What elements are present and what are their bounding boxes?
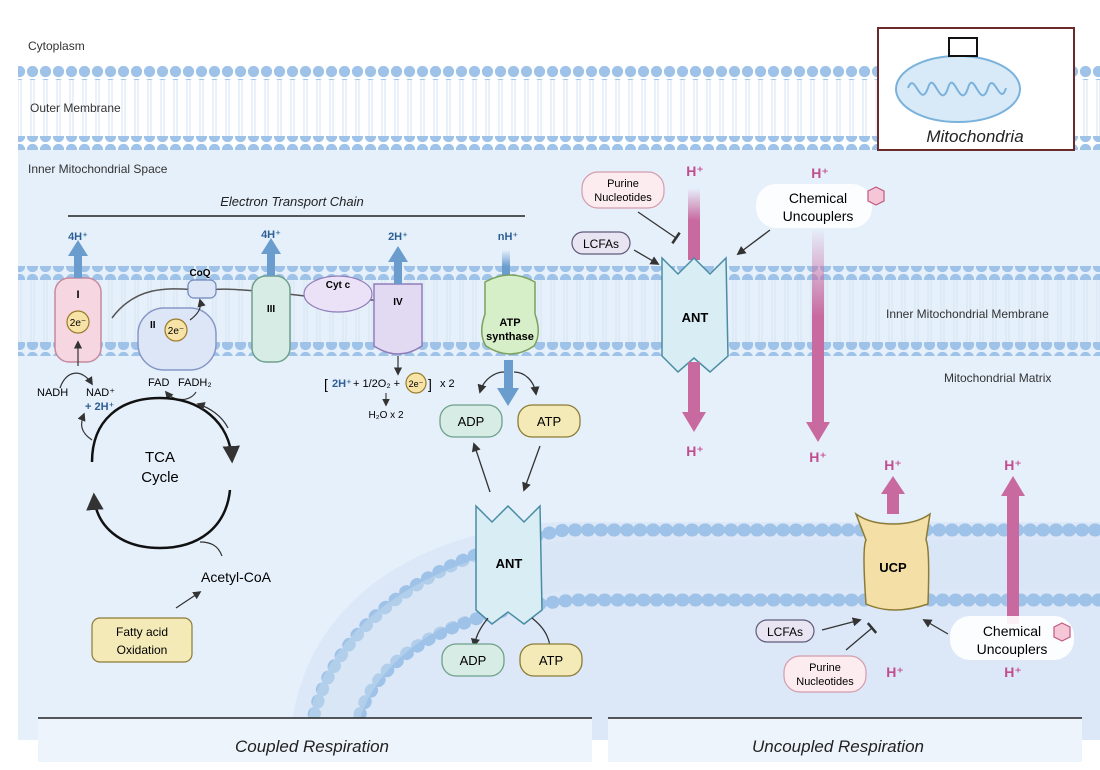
svg-text:2e⁻: 2e⁻	[409, 379, 424, 389]
fad-label: FAD	[148, 377, 169, 389]
svg-text:II: II	[150, 320, 156, 331]
svg-text:+ 1/2O₂ +: + 1/2O₂ +	[353, 378, 400, 390]
ucp: UCP	[854, 511, 932, 611]
svg-text:x 2: x 2	[440, 378, 455, 390]
svg-text:UCP: UCP	[879, 560, 907, 575]
tca-label-2: Cycle	[141, 469, 179, 486]
chem-h-bottom: H⁺	[809, 449, 827, 465]
svg-text:ANT: ANT	[496, 556, 523, 571]
purine-nucleotides-ucp: Purine Nucleotides	[783, 655, 867, 693]
ant-coupled: ANT	[475, 504, 543, 625]
matrix-label: Mitochondrial Matrix	[944, 371, 1051, 385]
ucp-chem-h-bottom: H⁺	[1004, 664, 1022, 680]
adp-top: ADP	[439, 404, 503, 438]
cytoplasm-label: Cytoplasm	[28, 39, 85, 53]
etc-title: Electron Transport Chain	[220, 194, 364, 209]
adp-bottom: ADP	[441, 643, 505, 677]
ant-uncoupled: ANT	[661, 256, 729, 374]
ant-h-bottom: H⁺	[686, 443, 704, 459]
purine-nucleotides-ant: Purine Nucleotides	[581, 171, 665, 209]
h-label-atp: nH⁺	[498, 231, 519, 243]
ucp-h-top: H⁺	[884, 457, 902, 473]
svg-text:[: [	[324, 376, 328, 392]
svg-text:LCFAs: LCFAs	[767, 625, 803, 639]
inner-space-label: Inner Mitochondrial Space	[28, 162, 168, 176]
svg-text:Uncouplers: Uncouplers	[783, 208, 854, 224]
hexagon-icon	[867, 186, 885, 206]
electron-icon	[164, 318, 188, 342]
svg-text:IV: IV	[393, 297, 403, 308]
chem-h-top: H⁺	[811, 165, 829, 181]
cytochrome-c: Cyt c	[303, 275, 373, 313]
complex-ii: II 2e⁻	[137, 307, 217, 371]
nadh-label: NADH	[37, 387, 68, 399]
outer-membrane-label: Outer Membrane	[30, 101, 121, 115]
svg-text:LCFAs: LCFAs	[583, 237, 619, 251]
coupled-label: Coupled Respiration	[235, 737, 389, 756]
atp-top: ATP	[517, 404, 581, 438]
svg-text:2H⁺: 2H⁺	[332, 378, 352, 390]
svg-text:Purine: Purine	[607, 178, 639, 190]
tca-cycle: TCA Cycle	[77, 396, 240, 557]
electron-icon	[405, 372, 427, 394]
svg-text:ATP: ATP	[537, 414, 561, 429]
proton-pump-arrow-i	[74, 252, 82, 278]
svg-text:Purine: Purine	[809, 662, 841, 674]
svg-text:ANT: ANT	[682, 310, 709, 325]
complex-iii: III	[251, 275, 291, 363]
fatty-acid-oxidation: Fatty acid Oxidation	[91, 617, 193, 663]
proton-pump-arrow-iv	[394, 258, 402, 284]
ucp-h-bottom: H⁺	[886, 664, 904, 680]
mitochondria-inset: Mitochondria	[877, 27, 1075, 151]
svg-text:Nucleotides: Nucleotides	[594, 192, 652, 204]
svg-text:Cyt c: Cyt c	[326, 280, 351, 291]
svg-text:Chemical: Chemical	[983, 623, 1041, 639]
chemical-uncouplers-ucp: Chemical Uncouplers	[950, 616, 1074, 660]
ant-h-top: H⁺	[686, 163, 704, 179]
lcfas-ant: LCFAs	[571, 231, 631, 255]
inner-membrane-label: Inner Mitochondrial Membrane	[886, 307, 1049, 321]
fadh2-label: FADH₂	[178, 377, 212, 389]
svg-text:Oxidation: Oxidation	[117, 643, 168, 657]
svg-text:2e⁻: 2e⁻	[70, 318, 86, 329]
h-label-iv: 2H⁺	[388, 231, 408, 243]
svg-text:2e⁻: 2e⁻	[168, 326, 184, 337]
atp-synthase: ATP synthase	[481, 274, 539, 355]
electron-icon	[66, 310, 90, 334]
svg-text:ATP: ATP	[499, 317, 520, 329]
svg-text:III: III	[267, 304, 276, 315]
svg-text:Nucleotides: Nucleotides	[796, 676, 854, 688]
water-label: H₂O x 2	[369, 410, 404, 421]
lcfas-ucp: LCFAs	[755, 619, 815, 643]
oxygen-reaction: [ 2H⁺ + 1/2O₂ + 2e⁻ ] x 2 H₂O x 2	[324, 372, 455, 421]
inset-label: Mitochondria	[926, 127, 1023, 146]
svg-text:I: I	[76, 289, 79, 301]
coq: CoQ	[187, 268, 217, 299]
nad-label: NAD⁺	[86, 387, 115, 399]
svg-text:Uncouplers: Uncouplers	[977, 641, 1048, 657]
tca-label-1: TCA	[145, 449, 175, 466]
footer: Coupled Respiration Uncoupled Respiratio…	[38, 717, 1082, 762]
hexagon-icon	[1053, 622, 1071, 642]
proton-pump-arrow-iii	[267, 250, 275, 276]
chemical-uncouplers-ant: Chemical Uncouplers	[756, 184, 885, 228]
h-label-iii: 4H⁺	[261, 229, 281, 241]
svg-text:CoQ: CoQ	[189, 268, 210, 279]
svg-text:]: ]	[428, 376, 432, 392]
acetyl-coa-label: Acetyl-CoA	[201, 569, 272, 585]
complex-iv: IV	[373, 283, 423, 355]
svg-text:Fatty acid: Fatty acid	[116, 625, 168, 639]
svg-text:synthase: synthase	[486, 331, 534, 343]
h-label-i: 4H⁺	[68, 231, 88, 243]
svg-text:ADP: ADP	[460, 653, 487, 668]
zoom-box	[948, 37, 978, 57]
svg-text:Chemical: Chemical	[789, 190, 847, 206]
nad-h-label: + 2H⁺	[85, 401, 115, 413]
svg-text:ADP: ADP	[458, 414, 485, 429]
svg-text:ATP: ATP	[539, 653, 563, 668]
ucp-chem-h-top: H⁺	[1004, 457, 1022, 473]
atp-bottom: ATP	[519, 643, 583, 677]
uncoupled-label: Uncoupled Respiration	[752, 737, 924, 756]
